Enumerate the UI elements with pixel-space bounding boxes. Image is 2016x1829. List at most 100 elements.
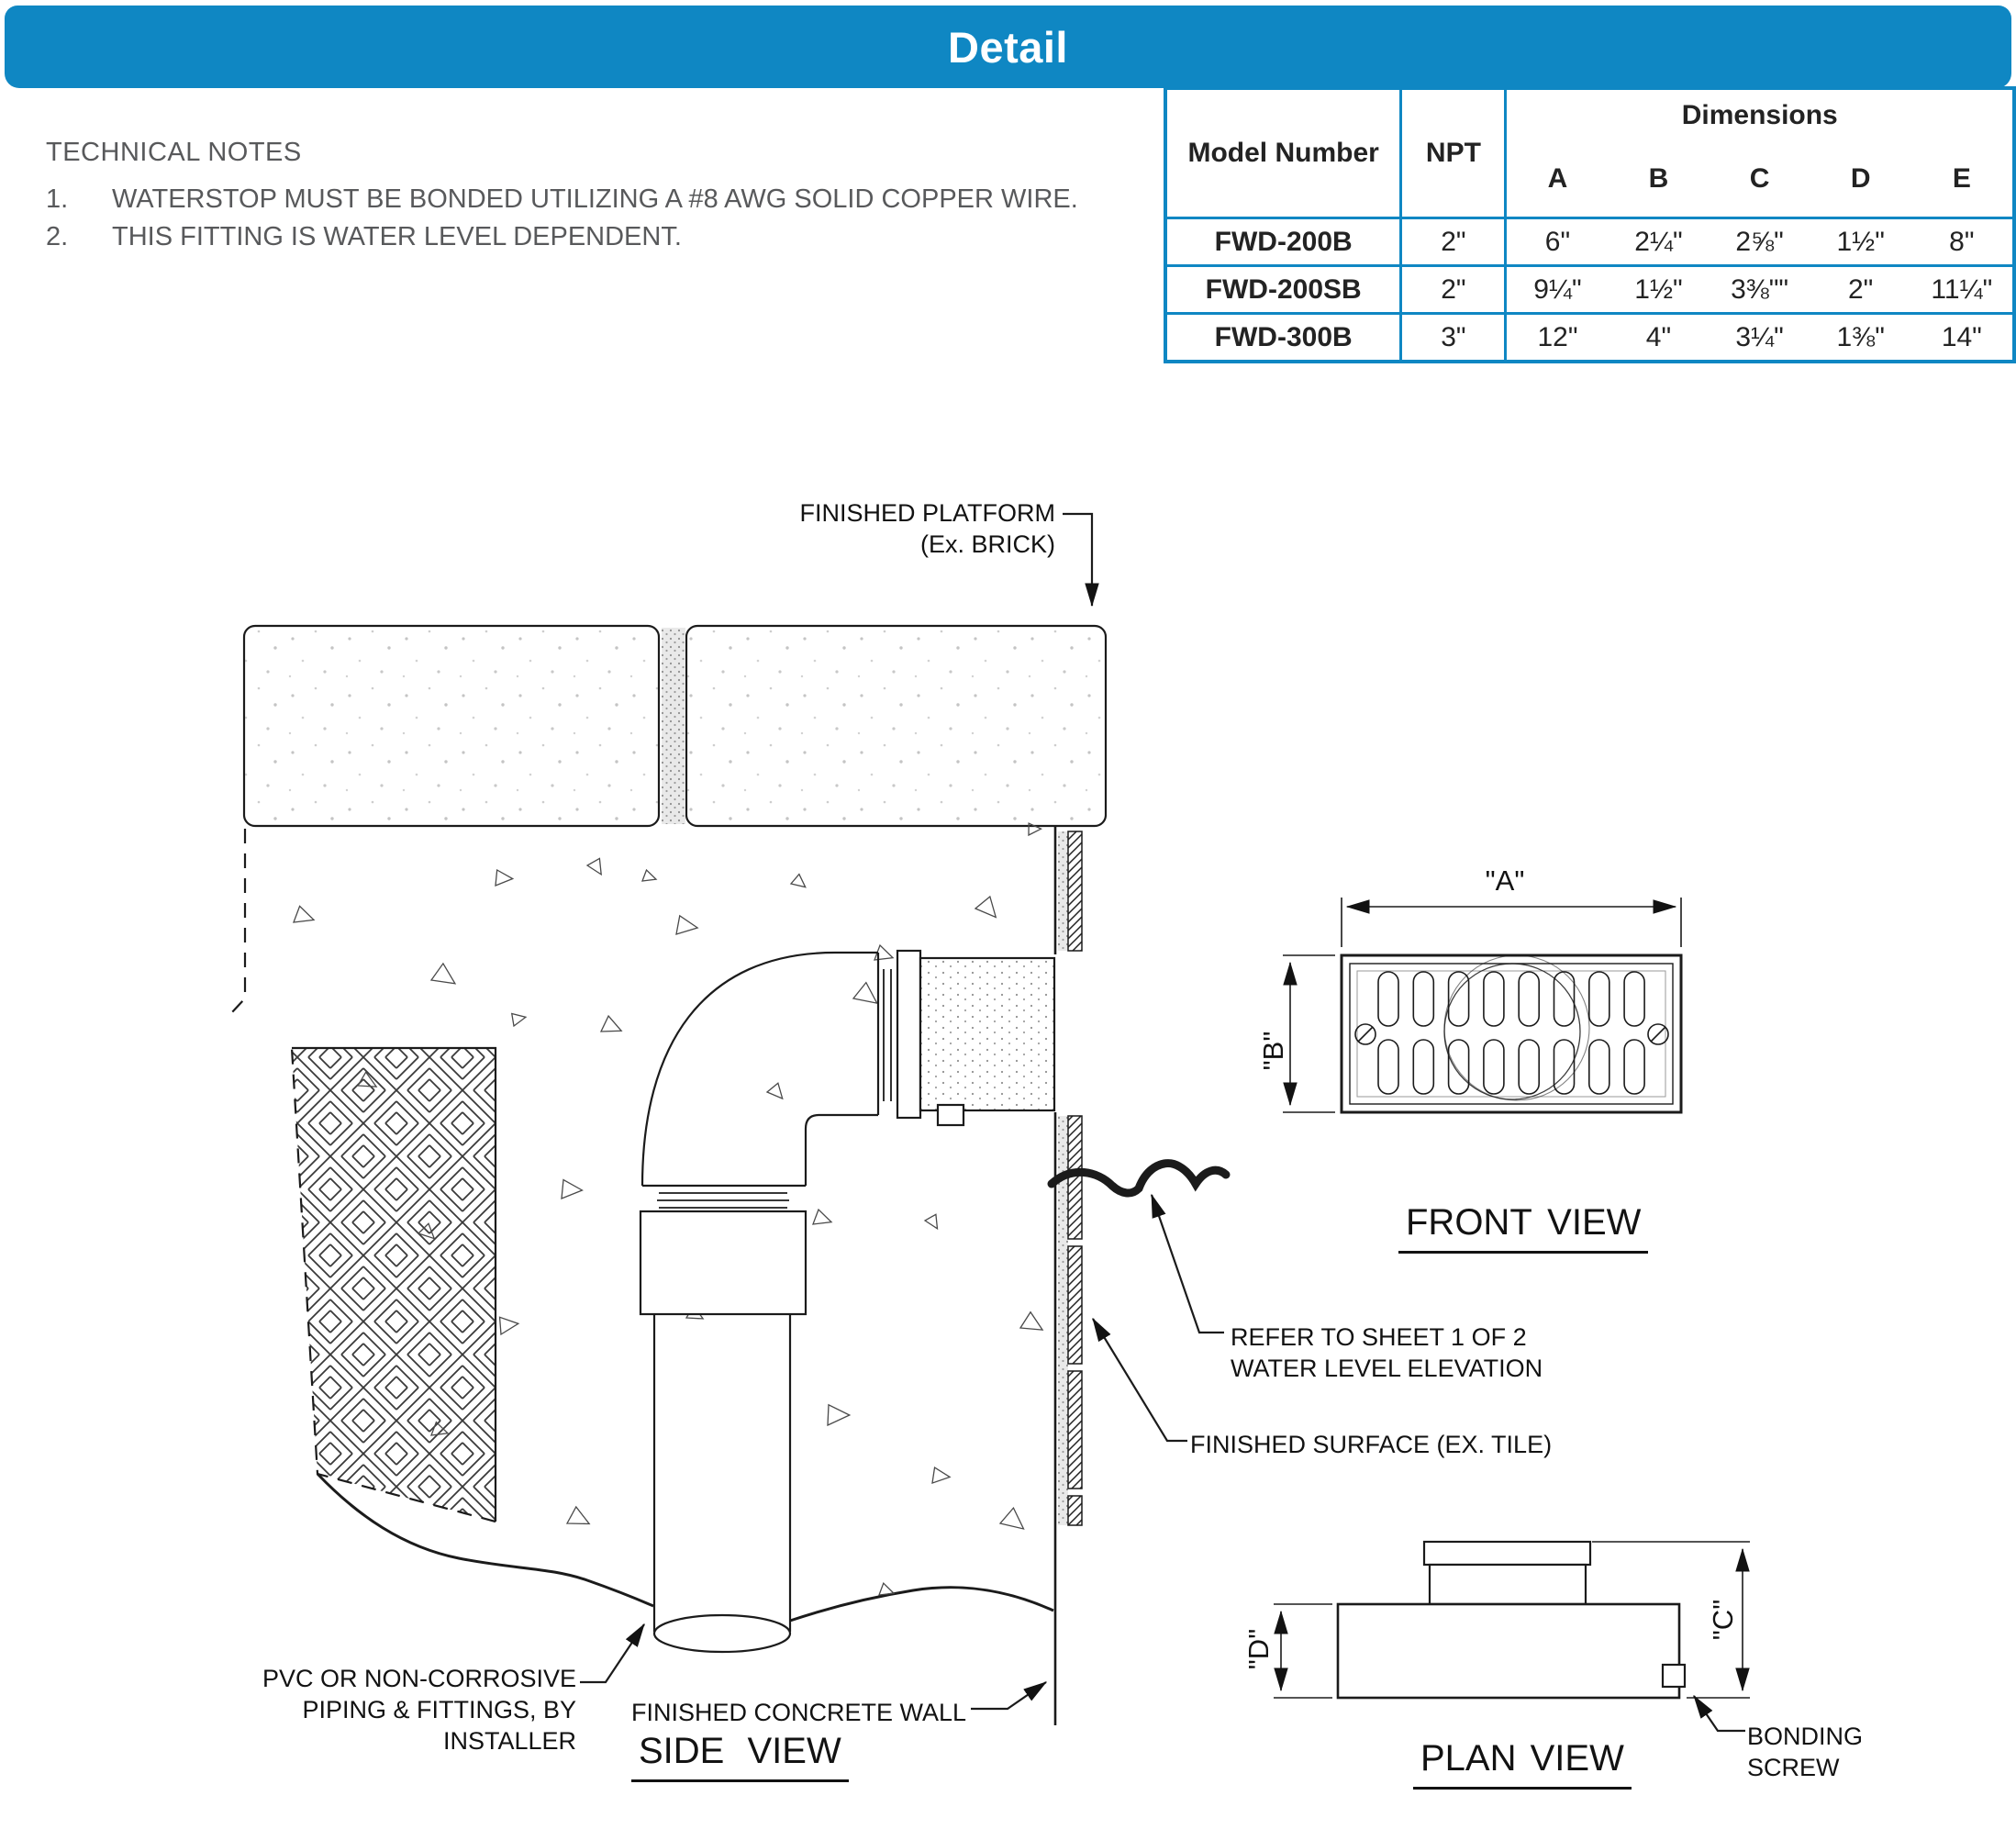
aggregate-triangle [878, 1582, 896, 1596]
grate-slot [1377, 971, 1399, 1027]
side-view-title: SIDE VIEW [631, 1731, 849, 1782]
model-number-cell: FWD-200B [1164, 217, 1403, 267]
notes-title: TECHNICAL NOTES [46, 138, 302, 167]
grate-slot [1377, 1039, 1399, 1095]
note-text: THIS FITTING IS WATER LEVEL DEPENDENT. [112, 222, 682, 251]
aggregate-triangle [974, 895, 997, 919]
dimension-cell: 8" [1910, 217, 2014, 267]
model-number-cell: FWD-300B [1164, 312, 1403, 363]
grate-slot [1447, 971, 1470, 1027]
npt-cell: 2" [1399, 264, 1508, 315]
dimension-cell: 2¼" [1608, 217, 1710, 267]
waterstop-collar [919, 956, 1056, 1112]
dimension-cell: 1⅜" [1810, 312, 1911, 363]
grate-slot [1483, 971, 1505, 1027]
plan-view-drawing [1274, 1540, 1750, 1733]
grate-slot [1518, 971, 1540, 1027]
grate-slot [1483, 1039, 1505, 1095]
aggregate-triangle [931, 1467, 952, 1484]
model-number-cell: FWD-200SB [1164, 264, 1403, 315]
aggregate-triangle [812, 1208, 833, 1225]
grate-slot [1412, 971, 1435, 1027]
drain-body [1336, 1602, 1681, 1700]
side-view-drawing [230, 512, 1231, 1725]
col-e-header: E [1910, 141, 2014, 219]
aggregate-triangle [599, 1014, 623, 1032]
aggregate-triangle [923, 1213, 939, 1231]
grate-slots [1377, 971, 1645, 1095]
aggregate-triangle [498, 1316, 520, 1336]
aggregate-triangle [561, 1178, 584, 1200]
grate-screws [1354, 1023, 1669, 1045]
grate-slot [1588, 1039, 1610, 1095]
flange [896, 949, 922, 1120]
dimension-cell: 3⅜"" [1709, 264, 1810, 315]
grate-slot [1623, 971, 1645, 1027]
aggregate-triangle [1028, 822, 1042, 837]
water-level-line [1047, 1159, 1231, 1198]
grate-slot [1553, 1039, 1576, 1095]
pipe-coupling [639, 1210, 808, 1316]
grate-slot [1412, 1039, 1435, 1095]
brick-platform [242, 624, 1108, 828]
hatched-fill-region [290, 1046, 497, 1523]
tile-segments [1067, 831, 1083, 1526]
technical-notes: TECHNICAL NOTES 1. WATERSTOP MUST BE BON… [46, 138, 1078, 252]
grate-slot [1447, 1039, 1470, 1095]
col-d-header: D [1810, 141, 1911, 219]
dimension-cell: 2⅝" [1709, 217, 1810, 267]
dim-d-label: "D" [1242, 1628, 1275, 1670]
dimension-cell: 4" [1608, 312, 1710, 363]
dim-b-label: "B" [1257, 1031, 1289, 1071]
dimension-cell: 1½" [1608, 264, 1710, 315]
label-water-level: REFER TO SHEET 1 OF 2 WATER LEVEL ELEVAT… [1231, 1323, 1543, 1382]
col-npt-header: NPT [1399, 86, 1508, 219]
label-concrete-wall: FINISHED CONCRETE WALL [630, 1699, 966, 1726]
concrete-bottom-line [316, 1472, 654, 1608]
water-level-leader [1150, 1193, 1224, 1334]
dimension-cell: 9¼" [1504, 264, 1609, 315]
bonding-lug [936, 1103, 965, 1127]
bonding-screw-lug [1661, 1663, 1687, 1689]
bonding-screw-leader [1693, 1694, 1745, 1733]
aggregate-triangle [789, 873, 807, 888]
aggregate-triangle [417, 1222, 436, 1240]
dimension-cell: 1½" [1810, 217, 1911, 267]
dimension-cell: 2" [1810, 264, 1911, 315]
aggregate-triangle [641, 868, 658, 882]
aggregate-triangle [495, 868, 515, 887]
aggregate-triangle [675, 914, 699, 935]
header-bar: Detail [5, 6, 2011, 88]
aggregate-triangle [429, 962, 457, 985]
aggregate-triangle [293, 905, 316, 923]
pvc-leader [580, 1623, 645, 1684]
dim-a-label: "A" [1485, 864, 1525, 897]
grate-slot [1623, 1039, 1645, 1095]
wall-leader [971, 1681, 1048, 1711]
aggregate-triangle [510, 1012, 528, 1028]
platform-leader [1063, 512, 1099, 608]
note-item: 2. THIS FITTING IS WATER LEVEL DEPENDENT… [46, 222, 1078, 252]
aggregate-triangle [356, 1071, 378, 1087]
concrete-speckles [293, 822, 1078, 1596]
front-view-title: FRONT VIEW [1398, 1202, 1649, 1254]
down-pipe [652, 1314, 792, 1632]
pipe-stub [1428, 1563, 1587, 1606]
aggregate-triangle [1019, 1310, 1044, 1331]
label-finished-platform: FINISHED PLATFORM (Ex. BRICK) [799, 499, 1055, 558]
page-title: Detail [948, 22, 1068, 72]
surface-leader [1092, 1317, 1187, 1443]
dim-c-label: "C" [1707, 1599, 1739, 1641]
dimension-cell: 14" [1910, 312, 2014, 363]
aggregate-triangle [565, 1505, 591, 1525]
plan-view-title: PLAN VIEW [1413, 1738, 1632, 1790]
grate-slot [1588, 971, 1610, 1027]
npt-cell: 2" [1399, 217, 1508, 267]
pipe-elbow [639, 951, 880, 1654]
